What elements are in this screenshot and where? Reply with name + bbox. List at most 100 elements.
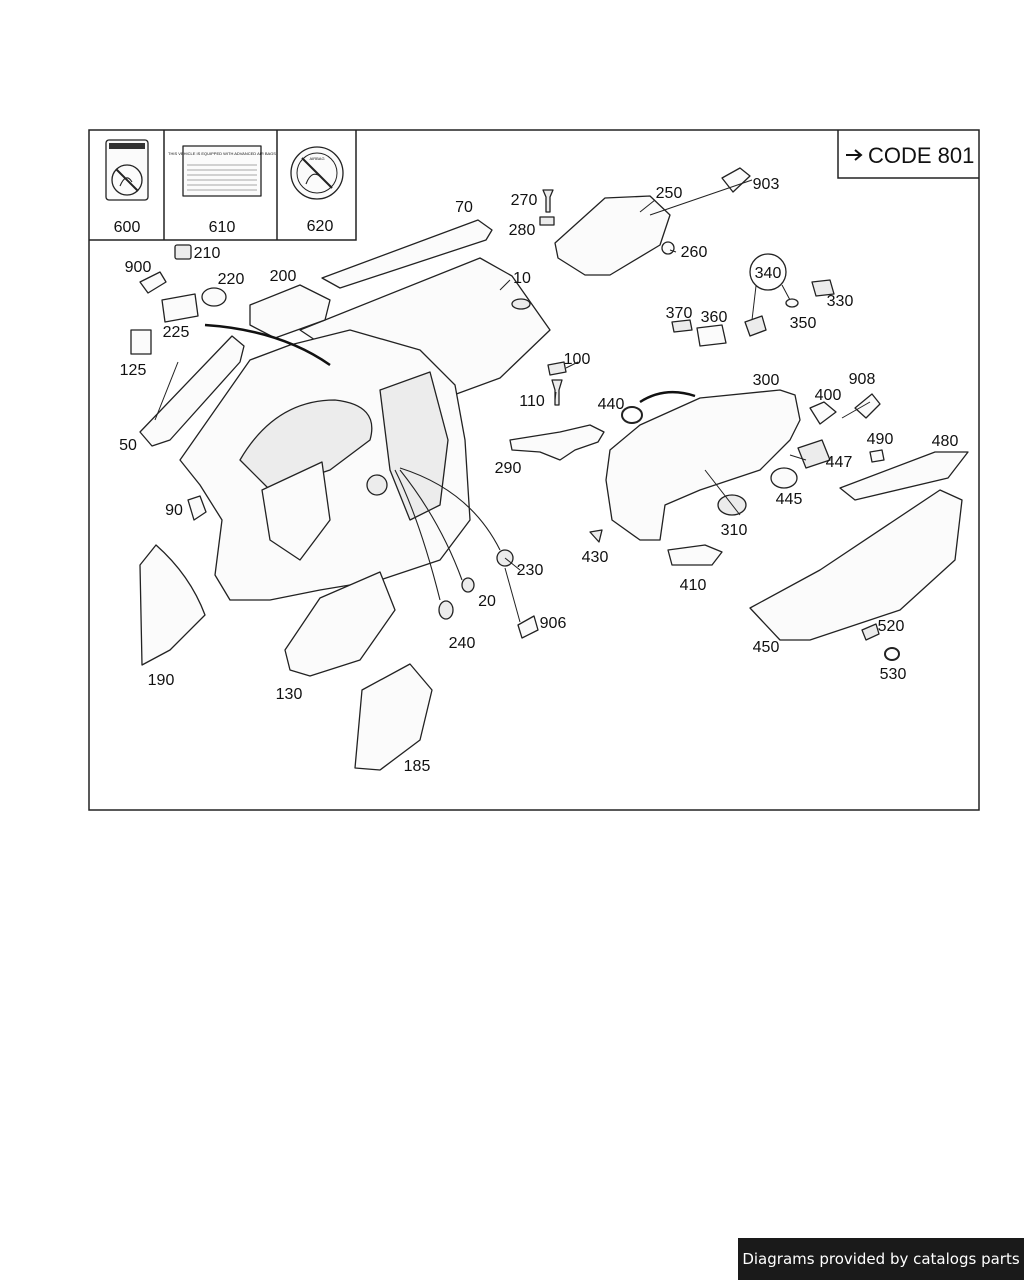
code-note: CODE 801 <box>868 143 974 168</box>
label-447: 447 <box>826 454 853 471</box>
label-185: 185 <box>404 758 431 775</box>
arrow-440 <box>639 390 696 404</box>
part-440-ring <box>621 406 643 424</box>
part-90-bracket <box>187 495 207 521</box>
diagram-frame <box>88 129 980 811</box>
airbag-sticker-620: AIRBAG <box>290 146 344 200</box>
label-445: 445 <box>776 491 803 508</box>
label-250: 250 <box>656 185 683 202</box>
part-360-connector <box>696 324 727 347</box>
part-210-switch <box>174 244 192 260</box>
part-400-bezel <box>809 401 837 425</box>
cable-20 <box>399 469 463 581</box>
part-70-trim-strip <box>321 219 493 289</box>
label-130: 130 <box>276 686 303 703</box>
label-410: 410 <box>680 577 707 594</box>
label-200: 200 <box>270 268 297 285</box>
label-230: 230 <box>517 562 544 579</box>
label-10: 10 <box>513 270 531 287</box>
part-450-glovebox-door <box>749 489 963 641</box>
label-340: 340 <box>755 265 782 282</box>
part-125-block <box>130 329 152 355</box>
arrow-225 <box>204 323 331 367</box>
part-520-screw <box>861 623 880 641</box>
label-370: 370 <box>666 305 693 322</box>
part-340-callout <box>749 253 787 291</box>
sticker-610-text: THIS VEHICLE IS EQUIPPED WITH ADVANCED A… <box>168 151 276 156</box>
part-908-label <box>854 393 881 419</box>
label-530: 530 <box>880 666 907 683</box>
part-330-bulb-socket <box>811 279 835 297</box>
label-620: 620 <box>307 218 334 235</box>
label-900: 900 <box>125 259 152 276</box>
leader-lines <box>154 179 871 623</box>
instrument-cluster-hood <box>239 399 373 491</box>
cable-240 <box>394 469 441 601</box>
label-190: 190 <box>148 672 175 689</box>
part-490-clip <box>869 449 885 463</box>
label-450: 450 <box>753 639 780 656</box>
label-350: 350 <box>790 315 817 332</box>
part-445-cap <box>770 467 798 489</box>
label-600: 600 <box>114 219 141 236</box>
label-70: 70 <box>455 199 473 216</box>
part-220-pad <box>201 287 227 307</box>
part-225-pad <box>161 293 199 323</box>
part-350-bulb <box>785 298 799 308</box>
label-boxes: THIS VEHICLE IS EQUIPPED WITH ADVANCED A… <box>89 130 357 241</box>
part-906-label <box>517 615 539 639</box>
part-430-screw <box>589 529 603 543</box>
label-360: 360 <box>701 309 728 326</box>
airbag-notice-sticker-610: THIS VEHICLE IS EQUIPPED WITH ADVANCED A… <box>168 145 276 197</box>
label-290: 290 <box>495 460 522 477</box>
code-note-box: CODE 801 <box>837 130 979 179</box>
part-410-latch <box>667 544 723 566</box>
cable-230 <box>399 467 501 551</box>
label-480: 480 <box>932 433 959 450</box>
label-225: 225 <box>163 324 190 341</box>
part-labels: 600 610 620 70 270 280 250 903 260 10 21… <box>114 176 959 775</box>
label-50: 50 <box>119 437 137 454</box>
label-440: 440 <box>598 396 625 413</box>
label-270: 270 <box>511 192 538 209</box>
sticker-620-text: AIRBAG <box>309 156 324 161</box>
label-100: 100 <box>564 351 591 368</box>
label-490: 490 <box>867 431 894 448</box>
label-906: 906 <box>540 615 567 632</box>
part-110-screw <box>551 379 563 406</box>
label-210: 210 <box>194 245 221 262</box>
part-480-storage-bin <box>839 451 969 501</box>
center-stack-opening <box>379 371 449 521</box>
part-370-clip <box>671 319 693 333</box>
warning-sticker-600 <box>105 139 149 201</box>
label-520: 520 <box>878 618 905 635</box>
part-250-airbag-module <box>554 195 671 276</box>
label-240: 240 <box>449 635 476 652</box>
part-340-switch <box>744 315 767 337</box>
part-185-lower-panel <box>354 663 433 771</box>
part-447-lock <box>797 439 831 469</box>
label-260: 260 <box>681 244 708 261</box>
part-200-cover <box>249 284 331 339</box>
label-125: 125 <box>120 362 147 379</box>
part-20-grommet <box>461 577 475 593</box>
label-400: 400 <box>815 387 842 404</box>
label-20: 20 <box>478 593 496 610</box>
label-430: 430 <box>582 549 609 566</box>
ignition-bezel <box>366 474 388 496</box>
label-280: 280 <box>509 222 536 239</box>
part-10-vent <box>511 298 531 310</box>
part-290-duct <box>509 424 605 461</box>
label-310: 310 <box>721 522 748 539</box>
part-190-side-panel <box>139 544 206 666</box>
part-900-label <box>139 271 167 294</box>
label-330: 330 <box>827 293 854 310</box>
part-280-nut <box>539 216 555 226</box>
part-260-clip <box>661 241 675 255</box>
label-220: 220 <box>218 271 245 288</box>
label-300: 300 <box>753 372 780 389</box>
footer-credit: Diagrams provided by catalogs parts <box>738 1238 1024 1280</box>
label-908: 908 <box>849 371 876 388</box>
part-300-glovebox-housing <box>605 389 801 541</box>
